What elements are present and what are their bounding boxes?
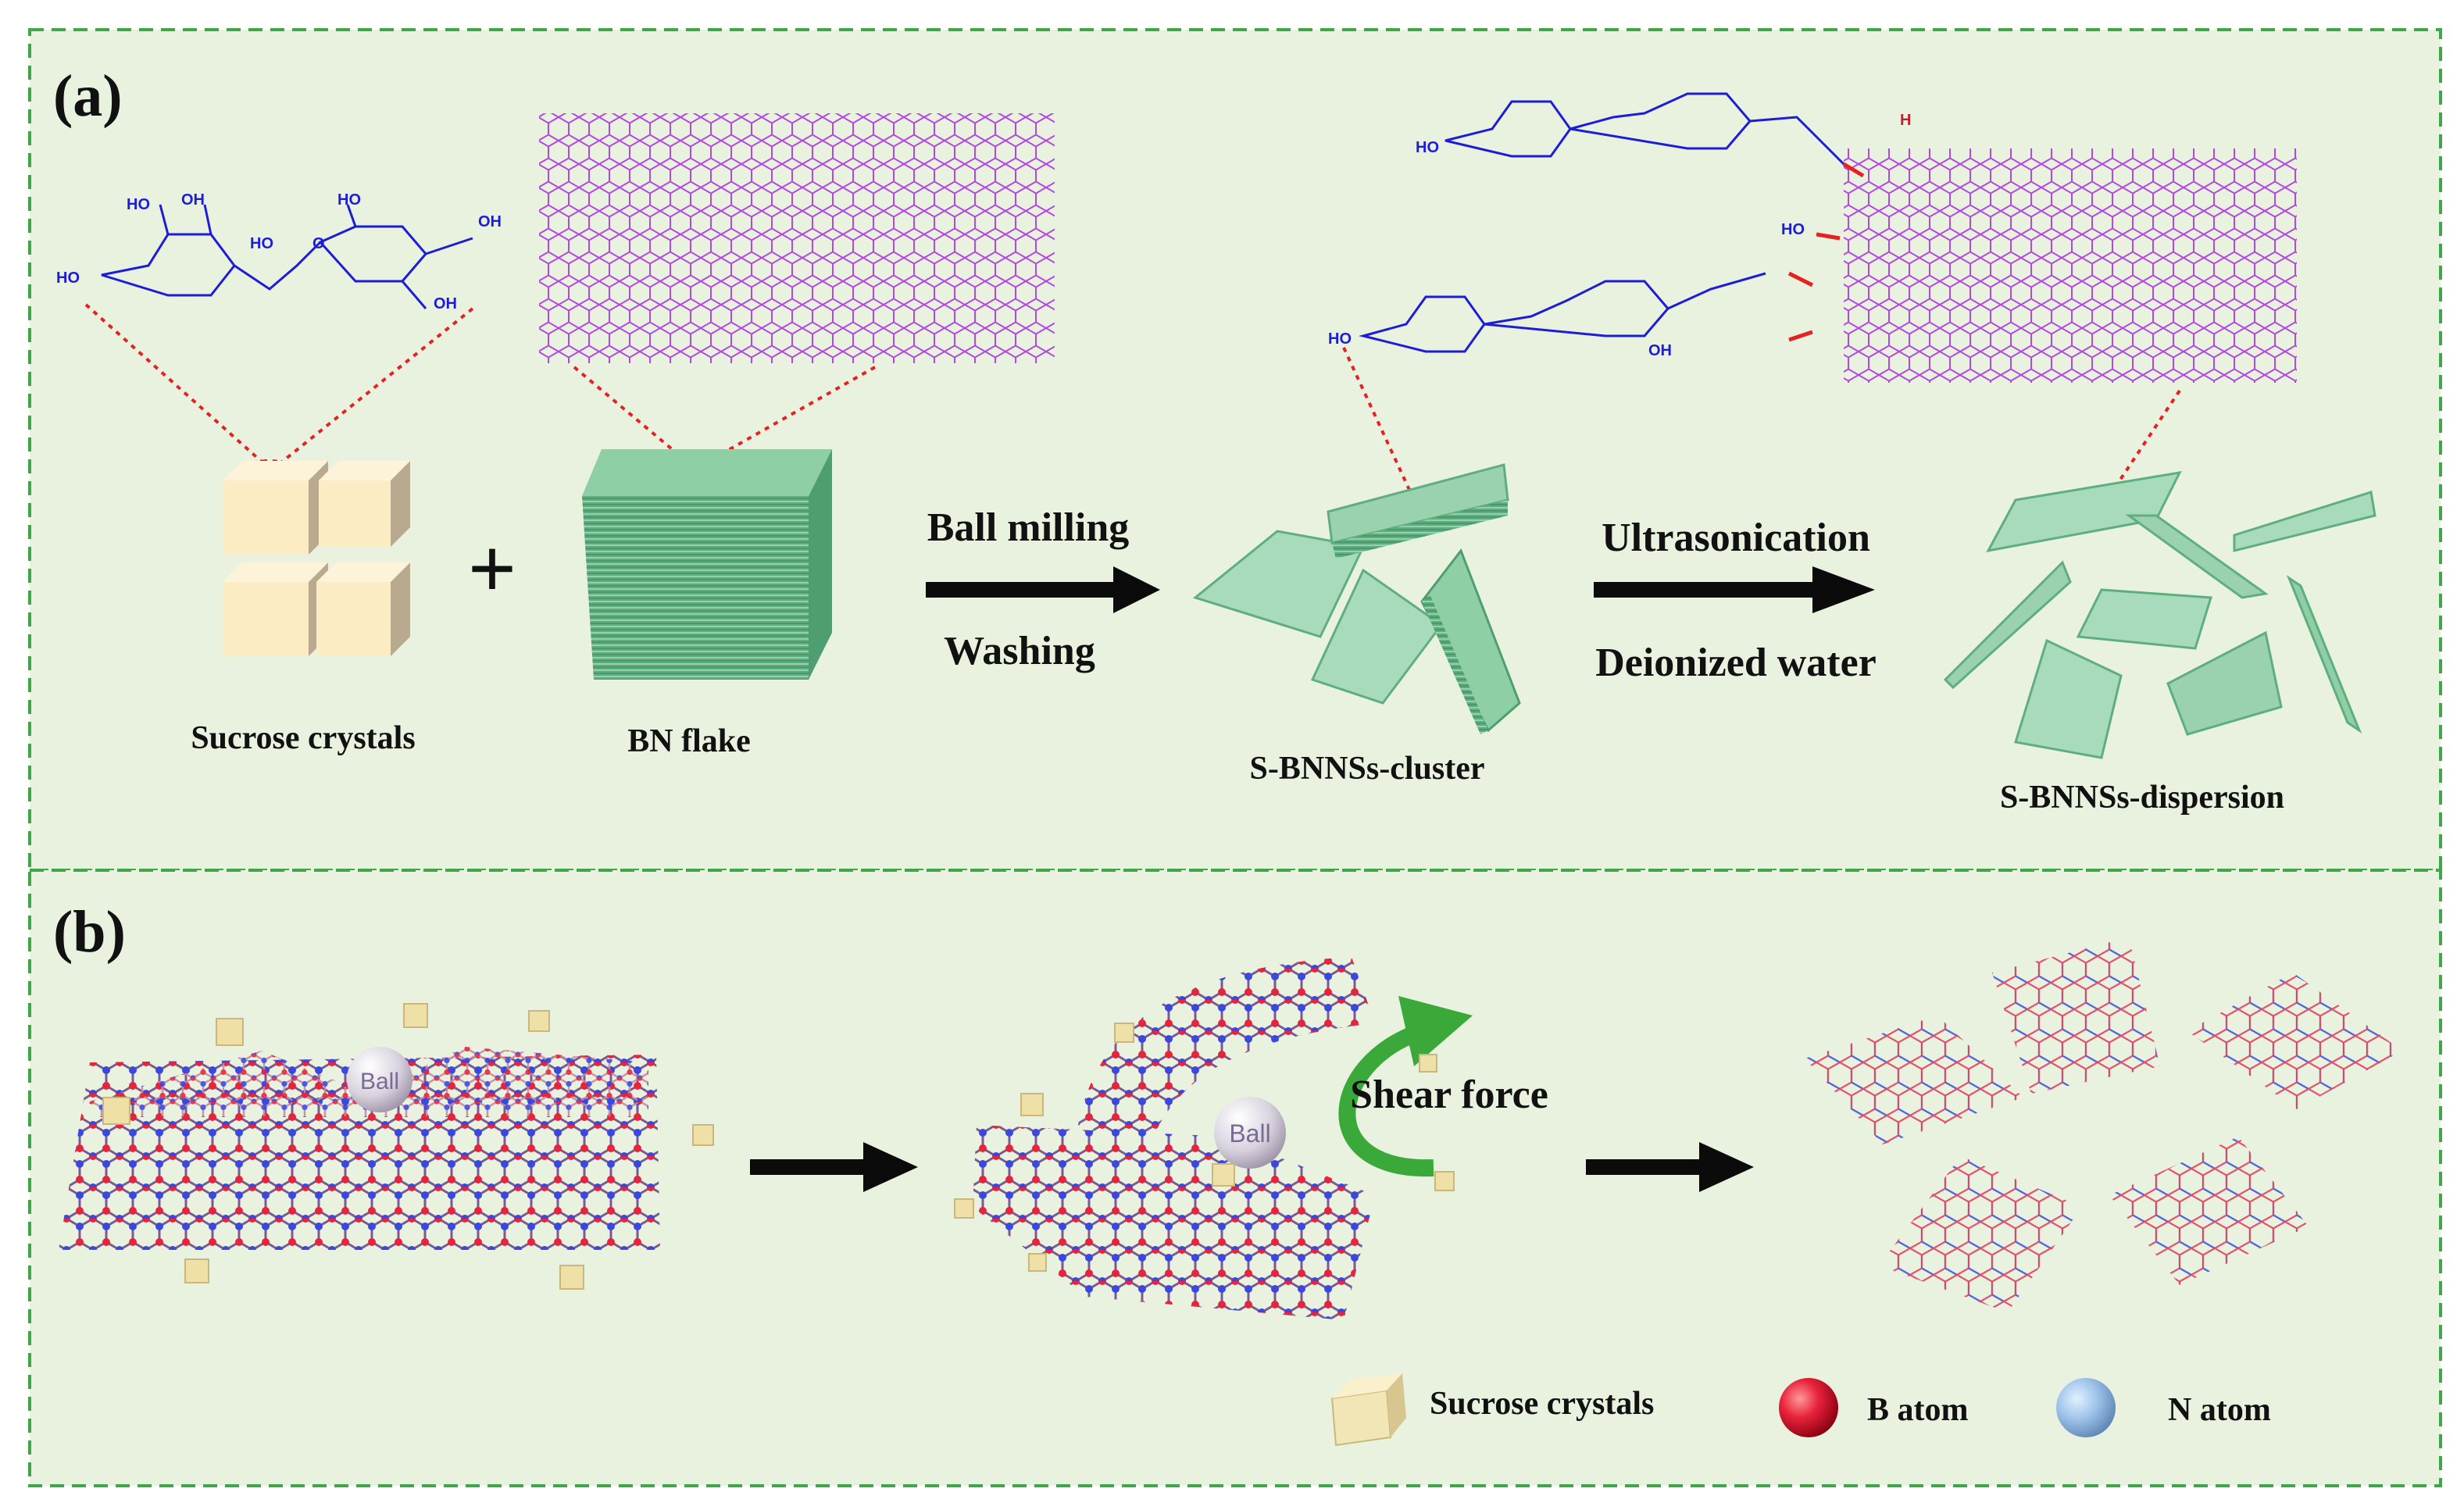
legend-n-atom-label: N atom	[2168, 1392, 2271, 1428]
sheared-bn-layers-graphic: Ball	[973, 957, 1473, 1320]
nanosheet	[2187, 973, 2402, 1109]
scattered-sucrose-crystals	[102, 1003, 714, 1290]
legend: Sucrose crystals B atom N atom	[1330, 1373, 2271, 1447]
sucrose-crystal-cube	[403, 1003, 428, 1028]
sucrose-molecule	[101, 204, 473, 309]
sucrose-crystals-caption: Sucrose crystals	[191, 720, 415, 756]
shear-force-label: Shear force	[1350, 1073, 1548, 1117]
chem-label-oh: OH	[1648, 342, 1672, 359]
sucrose-crystal-cube	[223, 461, 328, 555]
step1-bottom-label: Washing	[944, 629, 1095, 673]
s-bnnss-dispersion-caption: S-BNNSs-dispersion	[2000, 780, 2284, 816]
chem-label-ho: HO	[1416, 139, 1439, 156]
ball-label: Ball	[1229, 1119, 1270, 1148]
chem-label-o: O	[312, 235, 325, 252]
panel-b-label: (b)	[53, 899, 126, 965]
bn-lattice-structure	[539, 113, 1055, 363]
shear-force-arrow	[1338, 1023, 1434, 1177]
step2-bottom-label: Deionized water	[1595, 641, 1877, 685]
chem-label-ho: HO	[337, 191, 361, 209]
step1-top-label: Ball milling	[927, 505, 1130, 550]
legend-b-atom-label: B atom	[1867, 1392, 1969, 1428]
legend-sucrose-label: Sucrose crystals	[1430, 1386, 1654, 1422]
step2-arrow	[1594, 566, 1875, 613]
sucrose-crystal-cube	[954, 1198, 974, 1219]
nanosheet	[1805, 1016, 2023, 1144]
b-atom-legend-swatch	[1779, 1378, 1838, 1437]
scattered-sucrose-crystals	[954, 1023, 1455, 1272]
ball	[347, 1047, 412, 1112]
sucrose-crystal-cube	[692, 1124, 714, 1146]
sucrose-crystal-cube	[184, 1258, 209, 1283]
sucrose-crystal-cube	[319, 461, 410, 547]
panel-a-label: (a)	[53, 63, 123, 129]
chem-label-ho: HO	[1328, 330, 1352, 348]
s-bnnss-cluster-graphic	[1192, 463, 1521, 734]
sucrose-molecule-labels: HO HO OH HO O HO OH OH	[56, 191, 502, 312]
sucrose-crystal-cube	[316, 562, 410, 656]
covalent-bond-highlight	[1787, 162, 1865, 342]
chem-label-h: H	[1900, 112, 1911, 129]
n-atom-legend-swatch	[2056, 1378, 2116, 1437]
nanosheet	[2109, 1137, 2309, 1285]
chem-label-ho: HO	[250, 235, 273, 252]
sucrose-crystal-cube	[1419, 1054, 1437, 1073]
sucrose-crystal-cube	[1114, 1023, 1134, 1043]
nanosheet	[1992, 937, 2160, 1094]
nanosheet	[1879, 1156, 2082, 1312]
ball-label: Ball	[360, 1069, 399, 1094]
sucrose-crystal-cube	[1028, 1253, 1047, 1272]
panel-b-arrow-1	[750, 1142, 918, 1192]
ball	[1214, 1097, 1286, 1169]
bn-flake-caption: BN flake	[627, 723, 751, 759]
chem-label-oh: OH	[478, 213, 502, 230]
chem-label-oh: OH	[434, 295, 457, 312]
bn-flake-graphic	[582, 449, 832, 680]
chem-label-ho: HO	[56, 270, 80, 287]
sucrose-crystal-cube	[1212, 1163, 1235, 1187]
stacked-bn-layers-graphic: Ball	[59, 1047, 660, 1250]
exfoliated-nanosheets-graphic	[1805, 937, 2402, 1312]
sucrose-crystal-cube	[223, 562, 328, 656]
legend-sucrose-swatch	[1330, 1373, 1406, 1447]
s-bnnss-dispersion-graphic	[1943, 471, 2377, 759]
chem-label-oh: OH	[181, 191, 205, 209]
sucrose-crystal-cube	[102, 1097, 130, 1125]
sucrose-crystal-cube	[1434, 1171, 1455, 1191]
step1-arrow	[926, 566, 1160, 613]
sucrose-crystal-cube	[559, 1265, 584, 1290]
functionalized-bn-structure: H HO HO HO OH	[1328, 92, 2297, 383]
step2-top-label: Ultrasonication	[1602, 516, 1870, 560]
sucrose-crystal-cube	[528, 1010, 550, 1032]
bn-lattice-structure	[1844, 148, 2297, 383]
sucrose-crystal-cube	[1020, 1093, 1044, 1116]
chem-label-ho: HO	[1781, 221, 1805, 238]
chem-label-ho: HO	[127, 196, 150, 213]
panel-b-arrow-2	[1586, 1142, 1754, 1192]
s-bnnss-cluster-caption: S-BNNSs-cluster	[1250, 751, 1485, 787]
shear-force-arrowhead	[1398, 996, 1473, 1066]
sucrose-crystals-graphic	[223, 461, 410, 656]
sucrose-crystal-cube	[216, 1018, 244, 1046]
plus-sign: +	[468, 521, 517, 616]
